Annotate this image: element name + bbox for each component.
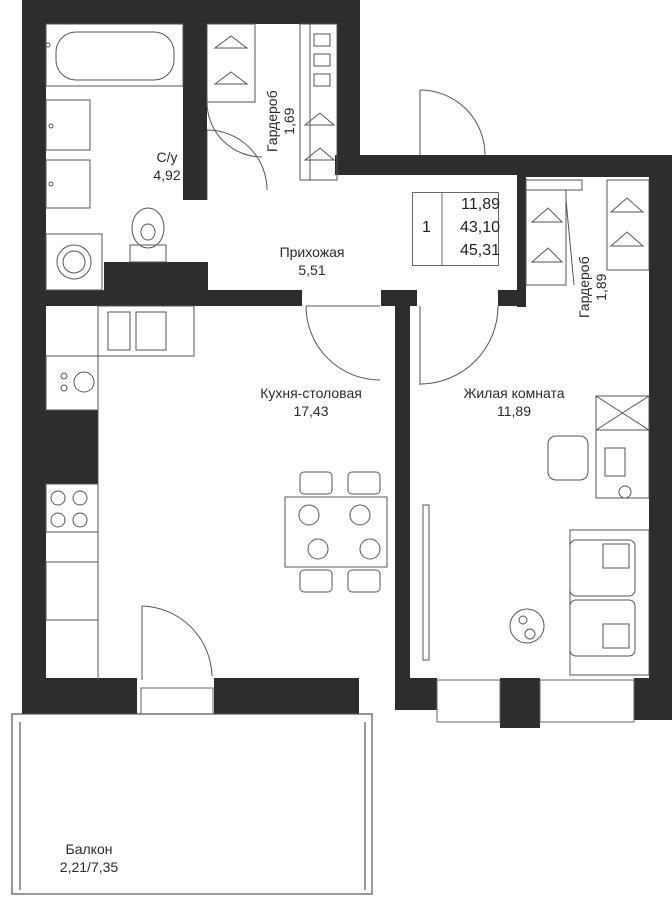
bathroom-door bbox=[206, 129, 268, 200]
kitchen-name: Кухня-столовая bbox=[260, 385, 362, 401]
living-name: Жилая комната bbox=[463, 385, 565, 401]
total-area-value: 43,10 bbox=[459, 219, 500, 236]
balcony-label: Балкон 2,21/7,35 bbox=[60, 840, 118, 876]
wardrobe1-door bbox=[206, 101, 263, 158]
living-furniture bbox=[422, 395, 650, 676]
bathroom-area: 4,92 bbox=[153, 167, 181, 183]
living-area: 11,89 bbox=[497, 403, 531, 419]
kitchen-area: 17,43 bbox=[293, 403, 329, 419]
wardrobe2-label: Гардероб 1,89 bbox=[576, 256, 610, 318]
bathtub bbox=[45, 23, 184, 87]
toilet bbox=[129, 207, 167, 263]
hallway-label: Прихожая 5,51 bbox=[280, 243, 345, 279]
entrance-door bbox=[419, 89, 486, 156]
walls bbox=[22, 0, 672, 728]
bathroom-label: С/у 4,92 bbox=[153, 148, 180, 184]
wardrobe1-fixtures bbox=[206, 23, 338, 181]
apartment-info: 1 11,89 43,10 45,31 bbox=[412, 192, 500, 267]
dining-table bbox=[284, 471, 388, 593]
wardrobe2-area: 1,89 bbox=[593, 273, 609, 301]
wardrobe2-fixtures bbox=[525, 179, 650, 286]
living-door bbox=[419, 305, 499, 385]
balcony-name: Балкон bbox=[65, 841, 113, 857]
total-with-balcony-value: 45,31 bbox=[459, 242, 500, 259]
kitchen-door bbox=[305, 305, 381, 381]
info-frame bbox=[412, 192, 499, 266]
bathroom-name: С/у bbox=[156, 149, 178, 165]
wardrobe1-label: Гардероб 1,69 bbox=[264, 90, 298, 152]
balcony bbox=[11, 713, 373, 895]
windows bbox=[140, 679, 635, 723]
kitchen-fixtures bbox=[45, 305, 213, 680]
washing-machine bbox=[45, 233, 103, 291]
rooms-count: 1 bbox=[422, 219, 431, 236]
sinks bbox=[45, 99, 91, 209]
living-label: Жилая комната 11,89 bbox=[463, 384, 564, 420]
wardrobe1-name: Гардероб bbox=[264, 90, 280, 152]
balcony-area: 2,21/7,35 bbox=[59, 859, 119, 875]
wardrobe2-name: Гардероб bbox=[576, 256, 592, 318]
living-area-value: 11,89 bbox=[461, 196, 500, 213]
hallway-name: Прихожая bbox=[279, 244, 345, 260]
kitchen-label: Кухня-столовая 17,43 bbox=[260, 384, 362, 420]
hallway-area: 5,51 bbox=[298, 262, 326, 278]
wardrobe1-area: 1,69 bbox=[281, 107, 297, 135]
